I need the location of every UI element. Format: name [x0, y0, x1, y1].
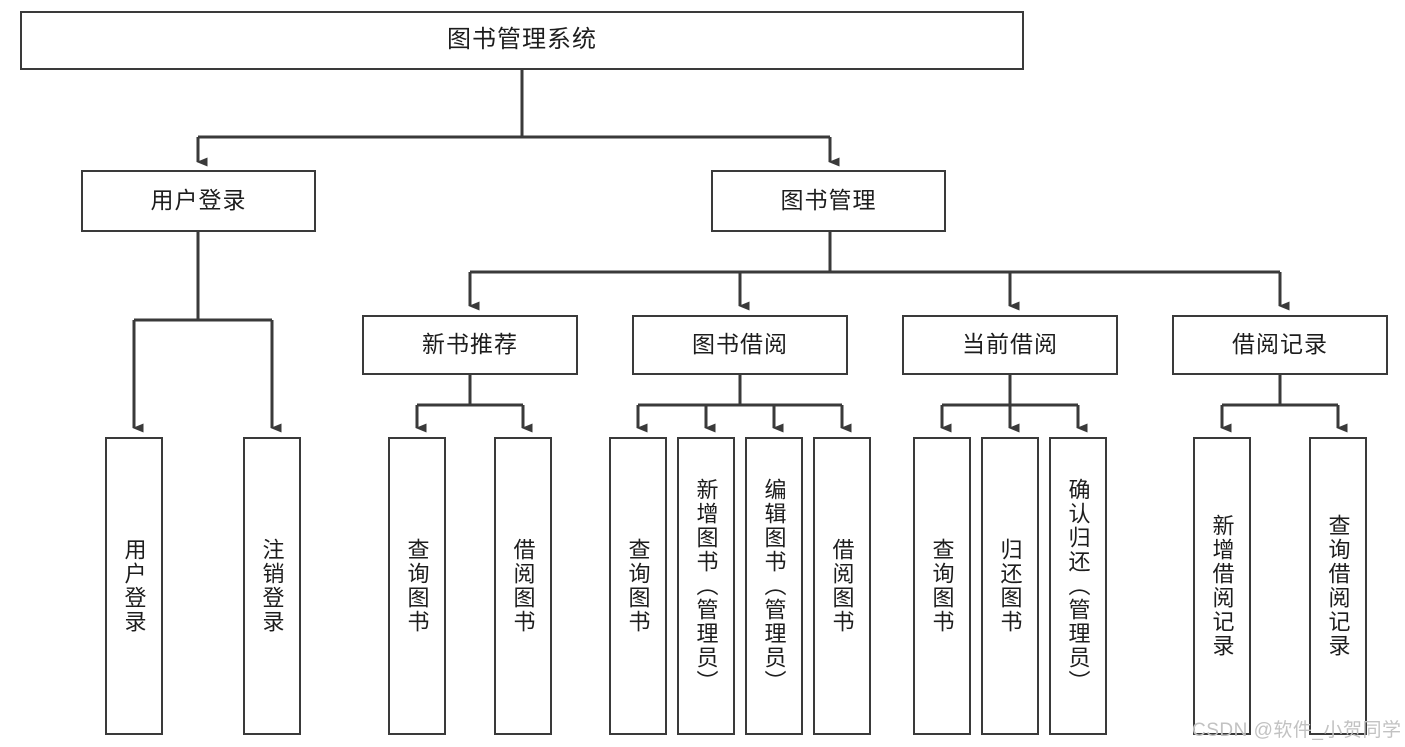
node-user-login-label: 用户登录 — [150, 187, 247, 214]
leaf-query-record[interactable]: 查询借阅记录 — [1309, 437, 1367, 735]
leaf-borrow-book-1-label: 借阅图书 — [510, 538, 536, 634]
leaf-logout-login-label: 注销登录 — [259, 538, 285, 634]
leaf-edit-book-label: 编辑图书（管理员） — [761, 478, 787, 694]
leaf-confirm-return-label: 确认归还（管理员） — [1065, 478, 1091, 694]
leaf-add-book[interactable]: 新增图书（管理员） — [677, 437, 735, 735]
node-book-manage-label: 图书管理 — [780, 187, 877, 214]
node-book-borrow[interactable]: 图书借阅 — [632, 315, 848, 375]
leaf-return-book[interactable]: 归还图书 — [981, 437, 1039, 735]
node-root-label: 图书管理系统 — [447, 26, 597, 54]
leaf-user-login[interactable]: 用户登录 — [105, 437, 163, 735]
csdn-watermark: CSDN @软件_小贺同学 — [1192, 720, 1402, 741]
leaf-query-book-2[interactable]: 查询图书 — [609, 437, 667, 735]
node-current-borrow-label: 当前借阅 — [962, 331, 1058, 358]
leaf-logout-login[interactable]: 注销登录 — [243, 437, 301, 735]
leaf-edit-book[interactable]: 编辑图书（管理员） — [745, 437, 803, 735]
leaf-user-login-label: 用户登录 — [121, 538, 147, 634]
node-book-manage[interactable]: 图书管理 — [711, 170, 946, 232]
leaf-query-book-1-label: 查询图书 — [404, 538, 430, 634]
leaf-add-record-label: 新增借阅记录 — [1209, 514, 1235, 658]
node-book-borrow-label: 图书借阅 — [692, 331, 788, 358]
node-borrow-record-label: 借阅记录 — [1232, 331, 1328, 358]
leaf-add-record[interactable]: 新增借阅记录 — [1193, 437, 1251, 735]
node-user-login[interactable]: 用户登录 — [81, 170, 316, 232]
leaf-borrow-book-1[interactable]: 借阅图书 — [494, 437, 552, 735]
leaf-confirm-return[interactable]: 确认归还（管理员） — [1049, 437, 1107, 735]
node-borrow-record[interactable]: 借阅记录 — [1172, 315, 1388, 375]
leaf-return-book-label: 归还图书 — [997, 538, 1023, 634]
leaf-query-record-label: 查询借阅记录 — [1325, 514, 1351, 658]
node-root-book-management-system[interactable]: 图书管理系统 — [20, 11, 1024, 70]
leaf-query-book-3[interactable]: 查询图书 — [913, 437, 971, 735]
leaf-borrow-book-2[interactable]: 借阅图书 — [813, 437, 871, 735]
leaf-add-book-label: 新增图书（管理员） — [693, 478, 719, 694]
node-new-book-recommend-label: 新书推荐 — [422, 331, 518, 358]
leaf-query-book-2-label: 查询图书 — [625, 538, 651, 634]
leaf-query-book-3-label: 查询图书 — [929, 538, 955, 634]
node-current-borrow[interactable]: 当前借阅 — [902, 315, 1118, 375]
leaf-borrow-book-2-label: 借阅图书 — [829, 538, 855, 634]
leaf-query-book-1[interactable]: 查询图书 — [388, 437, 446, 735]
node-new-book-recommend[interactable]: 新书推荐 — [362, 315, 578, 375]
